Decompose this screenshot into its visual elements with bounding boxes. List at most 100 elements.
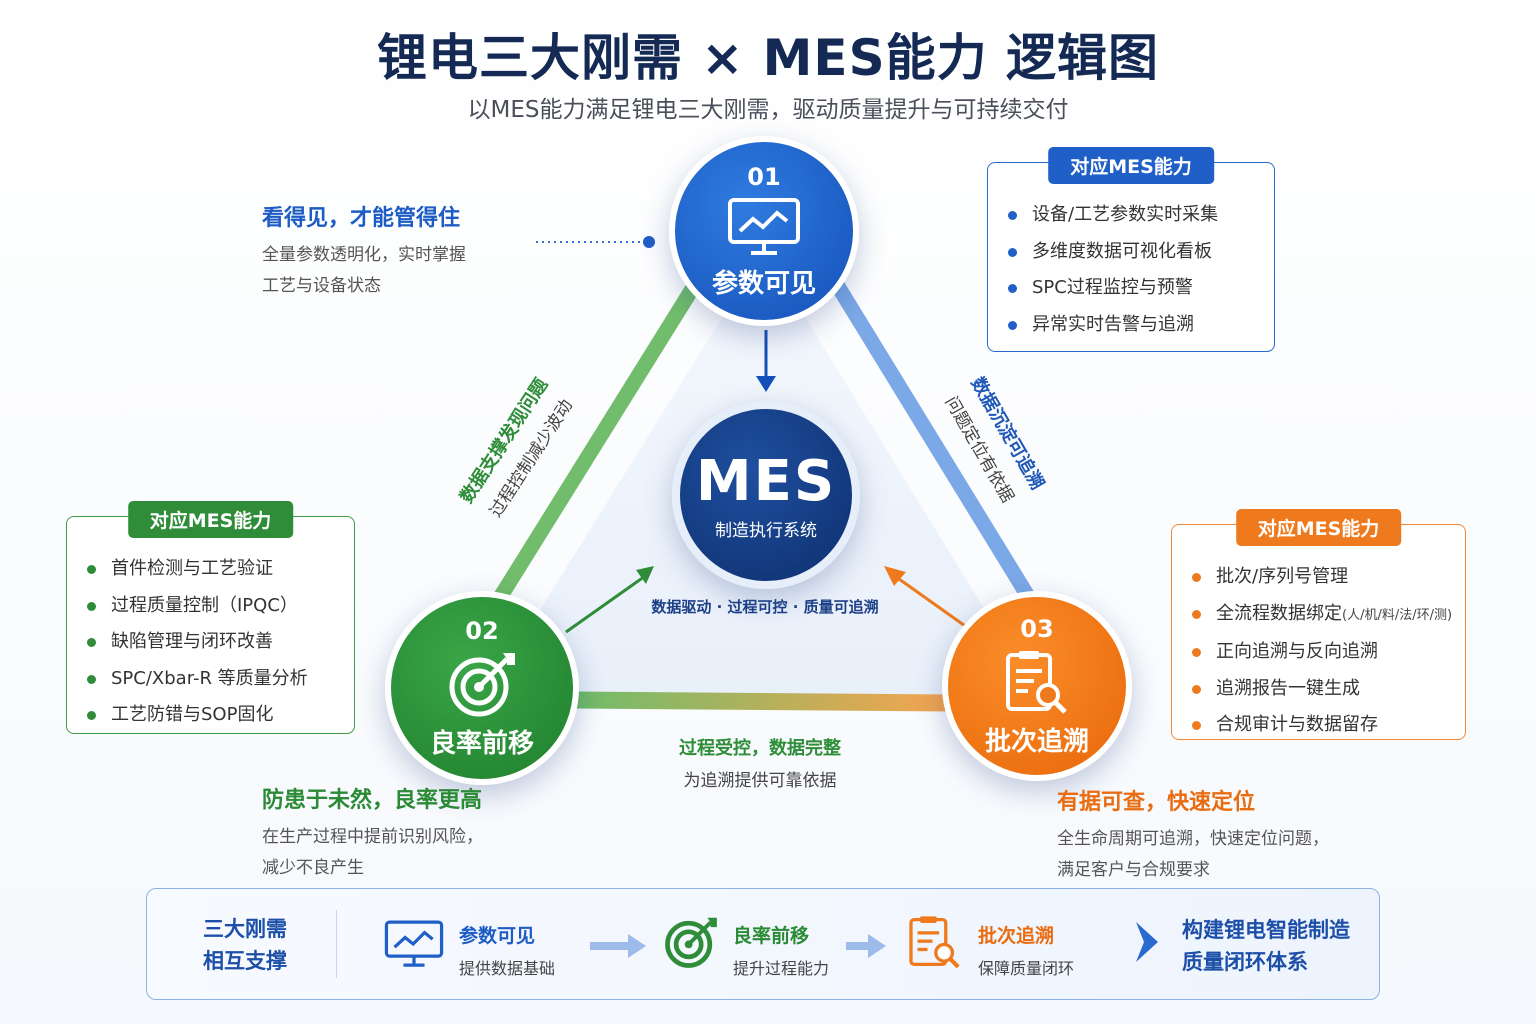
chevron-right-icon — [1136, 922, 1158, 962]
bullet-dot — [1192, 648, 1201, 657]
bottom-step-sub: 提升过程能力 — [733, 959, 830, 978]
bottom-step-title: 参数可见 — [459, 925, 536, 947]
capability-item: 多维度数据可视化看板 — [1006, 234, 1256, 271]
visible-desc: 全量参数透明化，实时掌握 工艺与设备状态 — [262, 240, 562, 302]
arrow-green-head — [636, 566, 654, 584]
trace-desc-line1: 全生命周期可追溯，快速定位问题， — [1057, 829, 1329, 849]
page-title: 锂电三大刚需 × MES能力 逻辑图 — [376, 29, 1160, 87]
bullet-dot — [87, 565, 96, 574]
node1-number: 01 — [747, 162, 781, 191]
bottom-left-line1: 三大刚需 — [203, 917, 287, 941]
mes-sublabel: 制造执行系统 — [715, 521, 817, 541]
bullet-dot — [87, 711, 96, 720]
node3-name: 批次追溯 — [984, 726, 1089, 757]
capability-item: 过程质量控制（IPQC） — [85, 588, 336, 625]
bottom-step-visible: 参数可见 提供数据基础 — [459, 921, 555, 979]
trace-desc: 全生命周期可追溯，快速定位问题， 满足客户与合规要求 — [1057, 824, 1387, 886]
bullet-dot — [1192, 721, 1201, 730]
document-search-icon — [909, 916, 960, 969]
bullet-dot — [87, 638, 96, 647]
trace-description: 有据可查，快速定位 全生命周期可追溯，快速定位问题， 满足客户与合规要求 — [1057, 784, 1387, 886]
monitor-chart-icon — [728, 197, 800, 255]
yield-description: 防患于未然，良率更高 在生产过程中提前识别风险， 减少不良产生 — [262, 782, 592, 884]
visible-title: 看得见，才能管得住 — [262, 206, 461, 231]
bullet-dot — [1008, 247, 1017, 257]
capability-item: 缺陷管理与闭环改善 — [85, 624, 336, 661]
target-icon — [449, 652, 515, 716]
capability-item: 工艺防错与SOP固化 — [85, 697, 336, 734]
arrow-green-line — [565, 572, 649, 634]
mes-label: MES — [695, 449, 837, 514]
visible-description: 看得见，才能管得住 全量参数透明化，实时掌握 工艺与设备状态 — [262, 200, 562, 302]
arrow-right-icon — [590, 934, 646, 958]
node-yield-forward: 02 良率前移 — [385, 591, 579, 785]
capability-header: 对应MES能力 — [1235, 509, 1402, 546]
page-subtitle: 以MES能力满足锂电三大刚需，驱动质量提升与可持续交付 — [467, 97, 1069, 123]
yield-desc: 在生产过程中提前识别风险， 减少不良产生 — [262, 822, 592, 884]
edge-bottom-label: 过程受控，数据完整 为追溯提供可靠依据 — [620, 734, 900, 791]
capability-item: 批次/序列号管理 — [1190, 559, 1447, 596]
capability-item: 首件检测与工艺验证 — [85, 551, 336, 588]
edge-bottom-line — [573, 691, 949, 712]
mes-caption: 数据驱动 · 过程可控 · 质量可追溯 — [651, 598, 879, 616]
yield-desc-line1: 在生产过程中提前识别风险， — [262, 827, 483, 847]
capability-item: 全流程数据绑定(人/机/料/法/环/测) — [1190, 596, 1452, 635]
capability-item-sub: (人/机/料/法/环/测) — [1342, 607, 1453, 623]
bullet-dot — [1008, 211, 1017, 220]
bullet-dot — [1192, 609, 1201, 619]
bottom-final-label: 构建锂电智能制造 质量闭环体系 — [1182, 914, 1350, 978]
capability-box-yield: 对应MES能力 首件检测与工艺验证 过程质量控制（IPQC） 缺陷管理与闭环改善… — [66, 501, 355, 734]
bottom-step-title: 良率前移 — [733, 925, 810, 947]
capability-item: 合规审计与数据留存 — [1190, 707, 1447, 744]
capability-item: 追溯报告一键生成 — [1190, 671, 1447, 708]
edge-bottom-title: 过程受控，数据完整 — [679, 738, 841, 759]
bullet-dot — [1192, 684, 1201, 694]
bullet-dot — [87, 601, 96, 611]
capability-header: 对应MES能力 — [1048, 147, 1214, 184]
arrow-orange-head — [884, 566, 906, 586]
capability-box-trace: 对应MES能力 批次/序列号管理 全流程数据绑定(人/机/料/法/环/测) 正向… — [1171, 509, 1466, 740]
edge-left-line — [489, 266, 711, 608]
capability-header: 对应MES能力 — [127, 501, 294, 538]
document-search-icon — [1006, 650, 1067, 714]
connector-dot — [643, 236, 655, 248]
bottom-step-sub: 保障质量闭环 — [978, 959, 1075, 978]
capability-box-visible: 对应MES能力 设备/工艺参数实时采集 多维度数据可视化看板 SPC过程监控与预… — [987, 147, 1275, 352]
trace-title: 有据可查，快速定位 — [1057, 790, 1256, 815]
bullet-dot — [1008, 320, 1017, 330]
bullet-dot — [87, 674, 96, 684]
monitor-chart-icon — [384, 920, 444, 967]
bottom-left-label: 三大刚需 相互支撑 — [190, 913, 300, 977]
bullet-dot — [1192, 573, 1201, 582]
node3-number: 03 — [1020, 614, 1054, 643]
capability-item: 正向追溯与反向追溯 — [1190, 634, 1447, 671]
edge-bottom-sub: 为追溯提供可靠依据 — [683, 771, 837, 791]
visible-desc-line2: 工艺与设备状态 — [262, 276, 381, 296]
bullet-dot — [1008, 284, 1017, 293]
bottom-step-sub: 提供数据基础 — [459, 959, 556, 978]
bottom-summary-bar — [146, 888, 1380, 1000]
arrow-orange-line — [891, 572, 969, 630]
trace-desc-line2: 满足客户与合规要求 — [1057, 860, 1210, 880]
bottom-step-trace: 批次追溯 保障质量闭环 — [978, 921, 1074, 979]
bottom-final-line1: 构建锂电智能制造 — [1182, 918, 1350, 942]
bottom-step-title: 批次追溯 — [978, 925, 1055, 947]
visible-desc-line1: 全量参数透明化，实时掌握 — [262, 245, 466, 265]
yield-title: 防患于未然，良率更高 — [262, 788, 483, 813]
node-parameter-visible: 01 参数可见 — [669, 136, 859, 326]
arrow-down-head — [756, 376, 776, 392]
bottom-final-line2: 质量闭环体系 — [1182, 950, 1308, 974]
divider — [336, 910, 337, 978]
arrow-right-icon — [846, 934, 886, 958]
node-batch-trace: 03 批次追溯 — [942, 591, 1132, 781]
node1-name: 参数可见 — [711, 268, 816, 299]
capability-item: SPC/Xbar-R 等质量分析 — [85, 661, 336, 698]
bottom-left-line2: 相互支撑 — [203, 949, 287, 973]
capability-item: SPC过程监控与预警 — [1006, 270, 1256, 307]
node2-name: 良率前移 — [429, 728, 534, 759]
capability-item: 设备/工艺参数实时采集 — [1006, 197, 1256, 234]
mes-core-circle: MES 制造执行系统 — [672, 401, 860, 589]
edge-right-line — [821, 266, 1041, 610]
target-icon — [665, 917, 717, 968]
bottom-step-yield: 良率前移 提升过程能力 — [733, 921, 829, 979]
